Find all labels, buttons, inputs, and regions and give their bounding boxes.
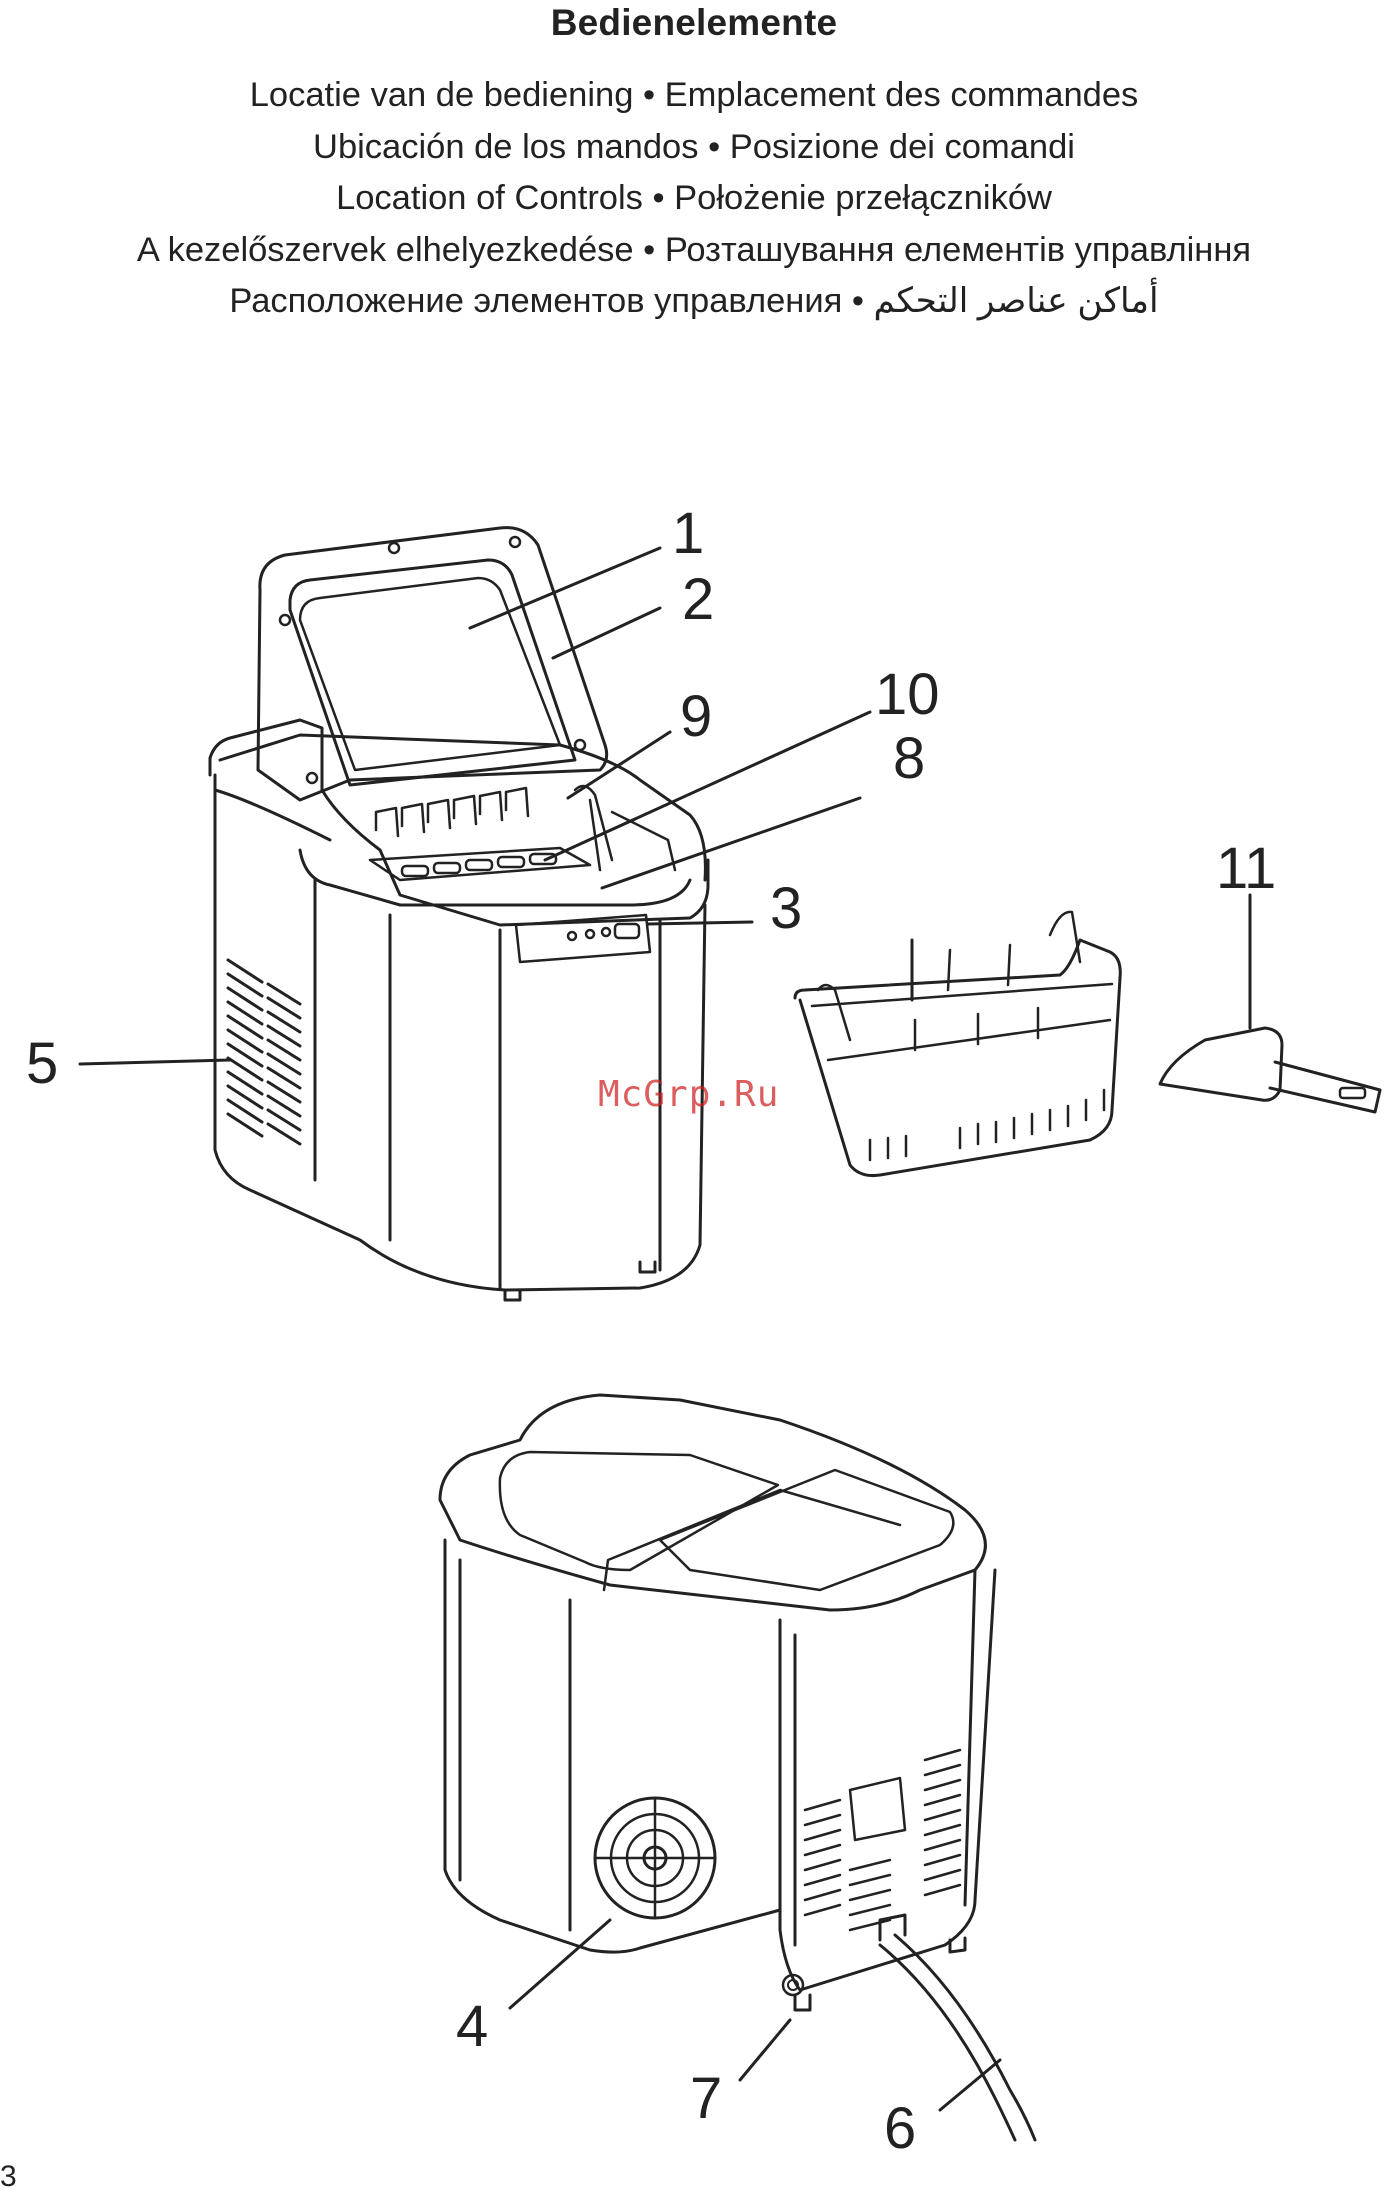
page-number: 3 <box>0 2160 17 2193</box>
callout-10: 10 <box>875 662 940 727</box>
watermark: McGrp.Ru <box>598 1074 780 1115</box>
subtitle-line-3: Location of Controls • Położenie przełąc… <box>336 179 1052 218</box>
callout-8: 8 <box>893 726 926 791</box>
ice-maker-front-view <box>208 526 710 1302</box>
subtitle-line-2: Ubicación de los mandos • Posizione dei … <box>313 127 1075 166</box>
subtitle-line-1: Locatie van de bediening • Emplacement d… <box>249 76 1139 114</box>
page-title: Bedienelemente <box>550 2 838 43</box>
ice-maker-back-view <box>438 1393 1037 2142</box>
callout-5: 5 <box>26 1031 59 1096</box>
callout-6: 6 <box>884 2096 917 2161</box>
callout-2: 2 <box>682 567 715 632</box>
ice-scoop <box>1158 1026 1382 1114</box>
subtitle-line-5-cyrillic: Расположение элементов управления • <box>229 282 864 321</box>
subtitle-line-4: A kezelőszervek elhelyezkedése • Розташу… <box>136 230 1252 269</box>
callout-9: 9 <box>680 684 713 749</box>
callout-1: 1 <box>672 501 705 566</box>
callout-7: 7 <box>690 2066 723 2131</box>
subtitle-line-5: Расположение элементов управления • أماك… <box>0 276 1388 328</box>
callout-leader-lines <box>78 546 1252 2112</box>
subtitle-line-5-arabic: أماكن عناصر التحكم <box>873 282 1159 321</box>
callout-4: 4 <box>456 1994 489 2059</box>
ice-basket <box>793 910 1122 1177</box>
callout-11: 11 <box>1216 836 1277 901</box>
subtitle-block: Locatie van de bediening • Emplacement d… <box>0 70 1388 328</box>
callout-3: 3 <box>770 876 803 941</box>
